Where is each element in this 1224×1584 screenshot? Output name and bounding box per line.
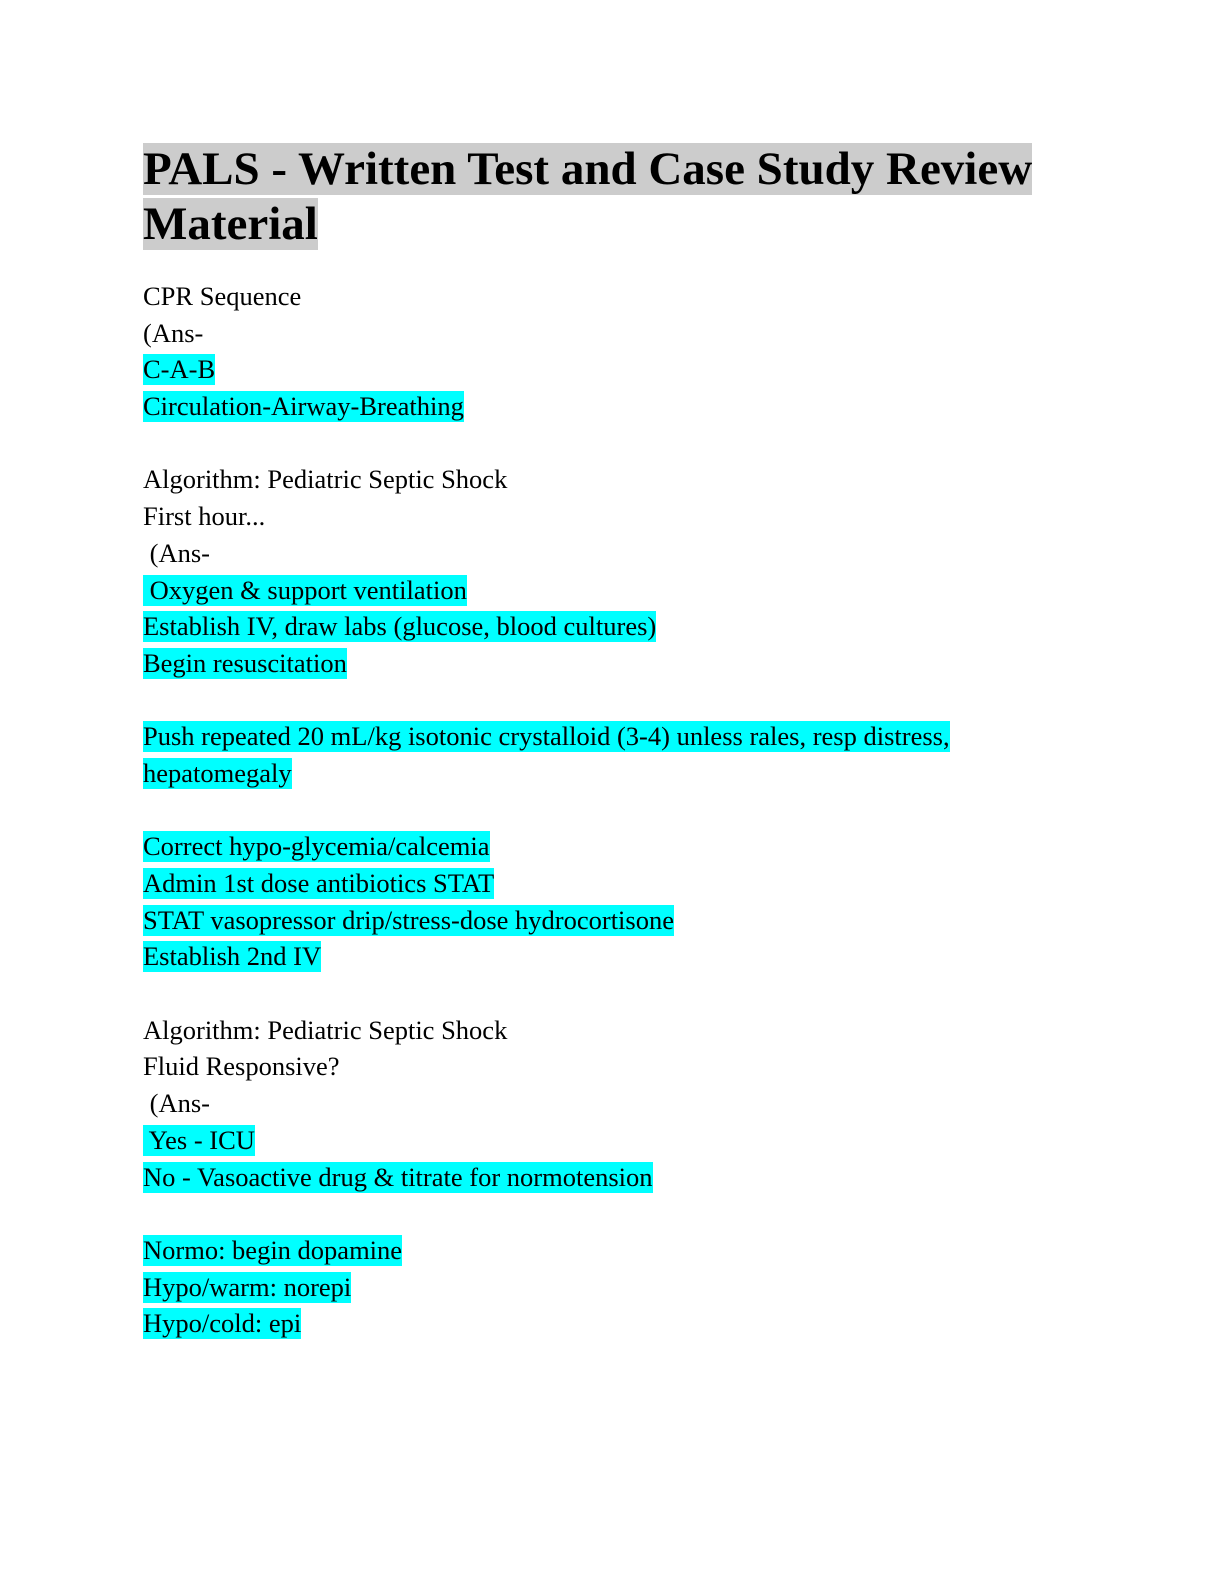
answer-highlight: STAT vasopressor drip/stress-dose hydroc… (143, 904, 674, 936)
answer-highlight: Yes - ICU (143, 1124, 255, 1156)
document-page: PALS - Written Test and Case Study Revie… (143, 142, 1083, 1342)
spacer (143, 792, 1083, 829)
title-line-1: PALS - Written Test and Case Study Revie… (143, 143, 1033, 195)
answer-prefix: (Ans- (143, 317, 204, 348)
spacer (143, 425, 1083, 462)
answer-highlight: Correct hypo-glycemia/calcemia (143, 831, 490, 863)
qa-section-septic-shock-first-hour: Algorithm: Pediatric Septic Shock First … (143, 461, 1083, 975)
question-text: Fluid Responsive? (143, 1051, 340, 1082)
document-title: PALS - Written Test and Case Study Revie… (143, 142, 1083, 251)
question-text: First hour... (143, 501, 266, 532)
answer-highlight: Establish IV, draw labs (glucose, blood … (143, 611, 657, 643)
question-text: Algorithm: Pediatric Septic Shock (143, 464, 508, 495)
spacer (143, 682, 1083, 719)
spacer (143, 975, 1083, 1012)
answer-highlight: Push repeated 20 mL/kg isotonic crystall… (143, 721, 950, 753)
spacer (143, 1195, 1083, 1232)
answer-highlight: hepatomegaly (143, 757, 292, 789)
answer-highlight: Begin resuscitation (143, 647, 347, 679)
answer-highlight: Hypo/warm: norepi (143, 1271, 352, 1303)
answer-highlight: Oxygen & support ventilation (143, 574, 467, 606)
answer-highlight: Establish 2nd IV (143, 941, 322, 973)
title-line-2: Material (143, 197, 318, 250)
answer-highlight: Admin 1st dose antibiotics STAT (143, 868, 495, 899)
qa-section-cpr-sequence: CPR Sequence (Ans- C-A-B Circulation-Air… (143, 278, 1083, 425)
document-body: CPR Sequence (Ans- C-A-B Circulation-Air… (143, 278, 1083, 1342)
answer-highlight: C-A-B (143, 354, 216, 386)
answer-highlight: No - Vasoactive drug & titrate for normo… (143, 1161, 653, 1193)
answer-highlight: Normo: begin dopamine (143, 1234, 403, 1266)
question-text: CPR Sequence (143, 281, 302, 311)
question-text: Algorithm: Pediatric Septic Shock (143, 1014, 508, 1045)
qa-section-septic-shock-fluid-responsive: Algorithm: Pediatric Septic Shock Fluid … (143, 1012, 1083, 1342)
answer-prefix: (Ans- (143, 1088, 210, 1119)
answer-highlight: Hypo/cold: epi (143, 1308, 302, 1340)
answer-prefix: (Ans- (143, 537, 210, 568)
answer-highlight: Circulation-Airway-Breathing (143, 391, 464, 423)
